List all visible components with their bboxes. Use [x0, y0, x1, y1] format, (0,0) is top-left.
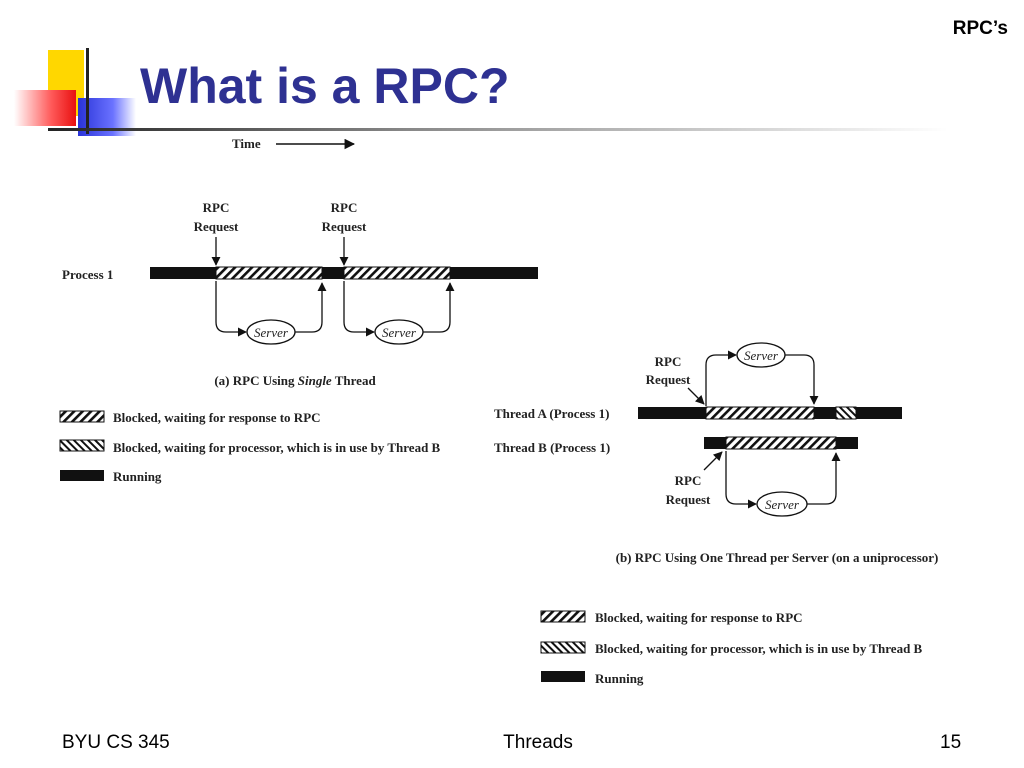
- rpc-request-b2-line2: Request: [666, 492, 711, 507]
- thread-a-running-3: [856, 407, 902, 419]
- thread-b-running-2: [836, 437, 858, 449]
- legend-a-swatch-blocked-rpc: [59, 410, 105, 423]
- legend-a-label-blocked-rpc: Blocked, waiting for response to RPC: [113, 410, 321, 425]
- legend-b-label-running: Running: [595, 671, 644, 686]
- thread-b-running-1: [704, 437, 726, 449]
- caption-a-prefix: (a) RPC Using: [214, 373, 297, 388]
- slide-title: What is a RPC?: [140, 58, 510, 114]
- process-1-blocked-1: [215, 266, 323, 280]
- server-b2-return-path: [807, 452, 841, 505]
- rpc-request-b1-line2: Request: [646, 372, 691, 387]
- process-1-running-3: [450, 267, 538, 279]
- process-1-running-1: [150, 267, 216, 279]
- legend-a-label-running: Running: [113, 469, 162, 484]
- server-b2-out-path: [725, 451, 757, 509]
- caption-a-suffix: Thread: [332, 373, 377, 388]
- server-b1-return-path: [785, 354, 819, 405]
- server-2-return-path: [423, 282, 455, 333]
- rpc-request-2-line1: RPC: [331, 200, 358, 215]
- server-b2-label: Server: [765, 497, 800, 512]
- server-2-label: Server: [382, 325, 417, 340]
- caption-a: (a) RPC Using Single Thread: [214, 373, 376, 388]
- rpc-request-2-line2: Request: [322, 219, 367, 234]
- legend-a-label-blocked-processor: Blocked, waiting for processor, which is…: [113, 440, 441, 455]
- process-1-running-2: [322, 267, 344, 279]
- process-1-blocked-2: [343, 266, 451, 280]
- rpc-request-1-line2: Request: [194, 219, 239, 234]
- rpc-request-b2-arrow: [703, 451, 723, 471]
- caption-a-italic: Single: [298, 373, 332, 388]
- rpc-request-b1-arrow: [687, 387, 705, 405]
- thread-b-label: Thread B (Process 1): [494, 440, 610, 455]
- logo-vertical-line: [86, 48, 89, 134]
- server-b1-out-path: [705, 350, 737, 406]
- server-2-out-path: [343, 281, 375, 337]
- process-1-label: Process 1: [62, 267, 113, 282]
- thread-a-blocked-rpc: [705, 406, 815, 420]
- rpc-request-b1-line1: RPC: [655, 354, 682, 369]
- legend-b-swatch-blocked-rpc: [540, 610, 586, 623]
- legend-b-label-blocked-processor: Blocked, waiting for processor, which is…: [595, 641, 923, 656]
- legend-b-label-blocked-rpc: Blocked, waiting for response to RPC: [595, 610, 803, 625]
- footer-topic: Threads: [503, 732, 573, 753]
- caption-b: (b) RPC Using One Thread per Server (on …: [616, 550, 939, 565]
- legend-a-swatch-running: [60, 470, 104, 481]
- logo-red-bar: [14, 90, 76, 126]
- rpc-request-1-line1: RPC: [203, 200, 230, 215]
- thread-a-blocked-processor: [835, 406, 857, 420]
- title-underline: [48, 128, 948, 131]
- server-1-label: Server: [254, 325, 289, 340]
- thread-a-label: Thread A (Process 1): [494, 406, 609, 421]
- legend-b-swatch-running: [541, 671, 585, 682]
- legend-a-swatch-blocked-processor: [59, 439, 105, 452]
- footer-course: BYU CS 345: [62, 732, 170, 753]
- thread-a-running-1: [638, 407, 706, 419]
- legend-b-swatch-blocked-processor: [540, 641, 586, 654]
- corner-label: RPC’s: [952, 18, 1008, 39]
- server-1-out-path: [215, 281, 247, 337]
- server-b1-label: Server: [744, 348, 779, 363]
- thread-a-running-2: [814, 407, 836, 419]
- thread-b-blocked-rpc: [725, 436, 837, 450]
- server-1-return-path: [295, 282, 327, 333]
- footer-page-number: 15: [940, 732, 962, 753]
- rpc-request-b2-line1: RPC: [675, 473, 702, 488]
- time-label: Time: [232, 136, 261, 151]
